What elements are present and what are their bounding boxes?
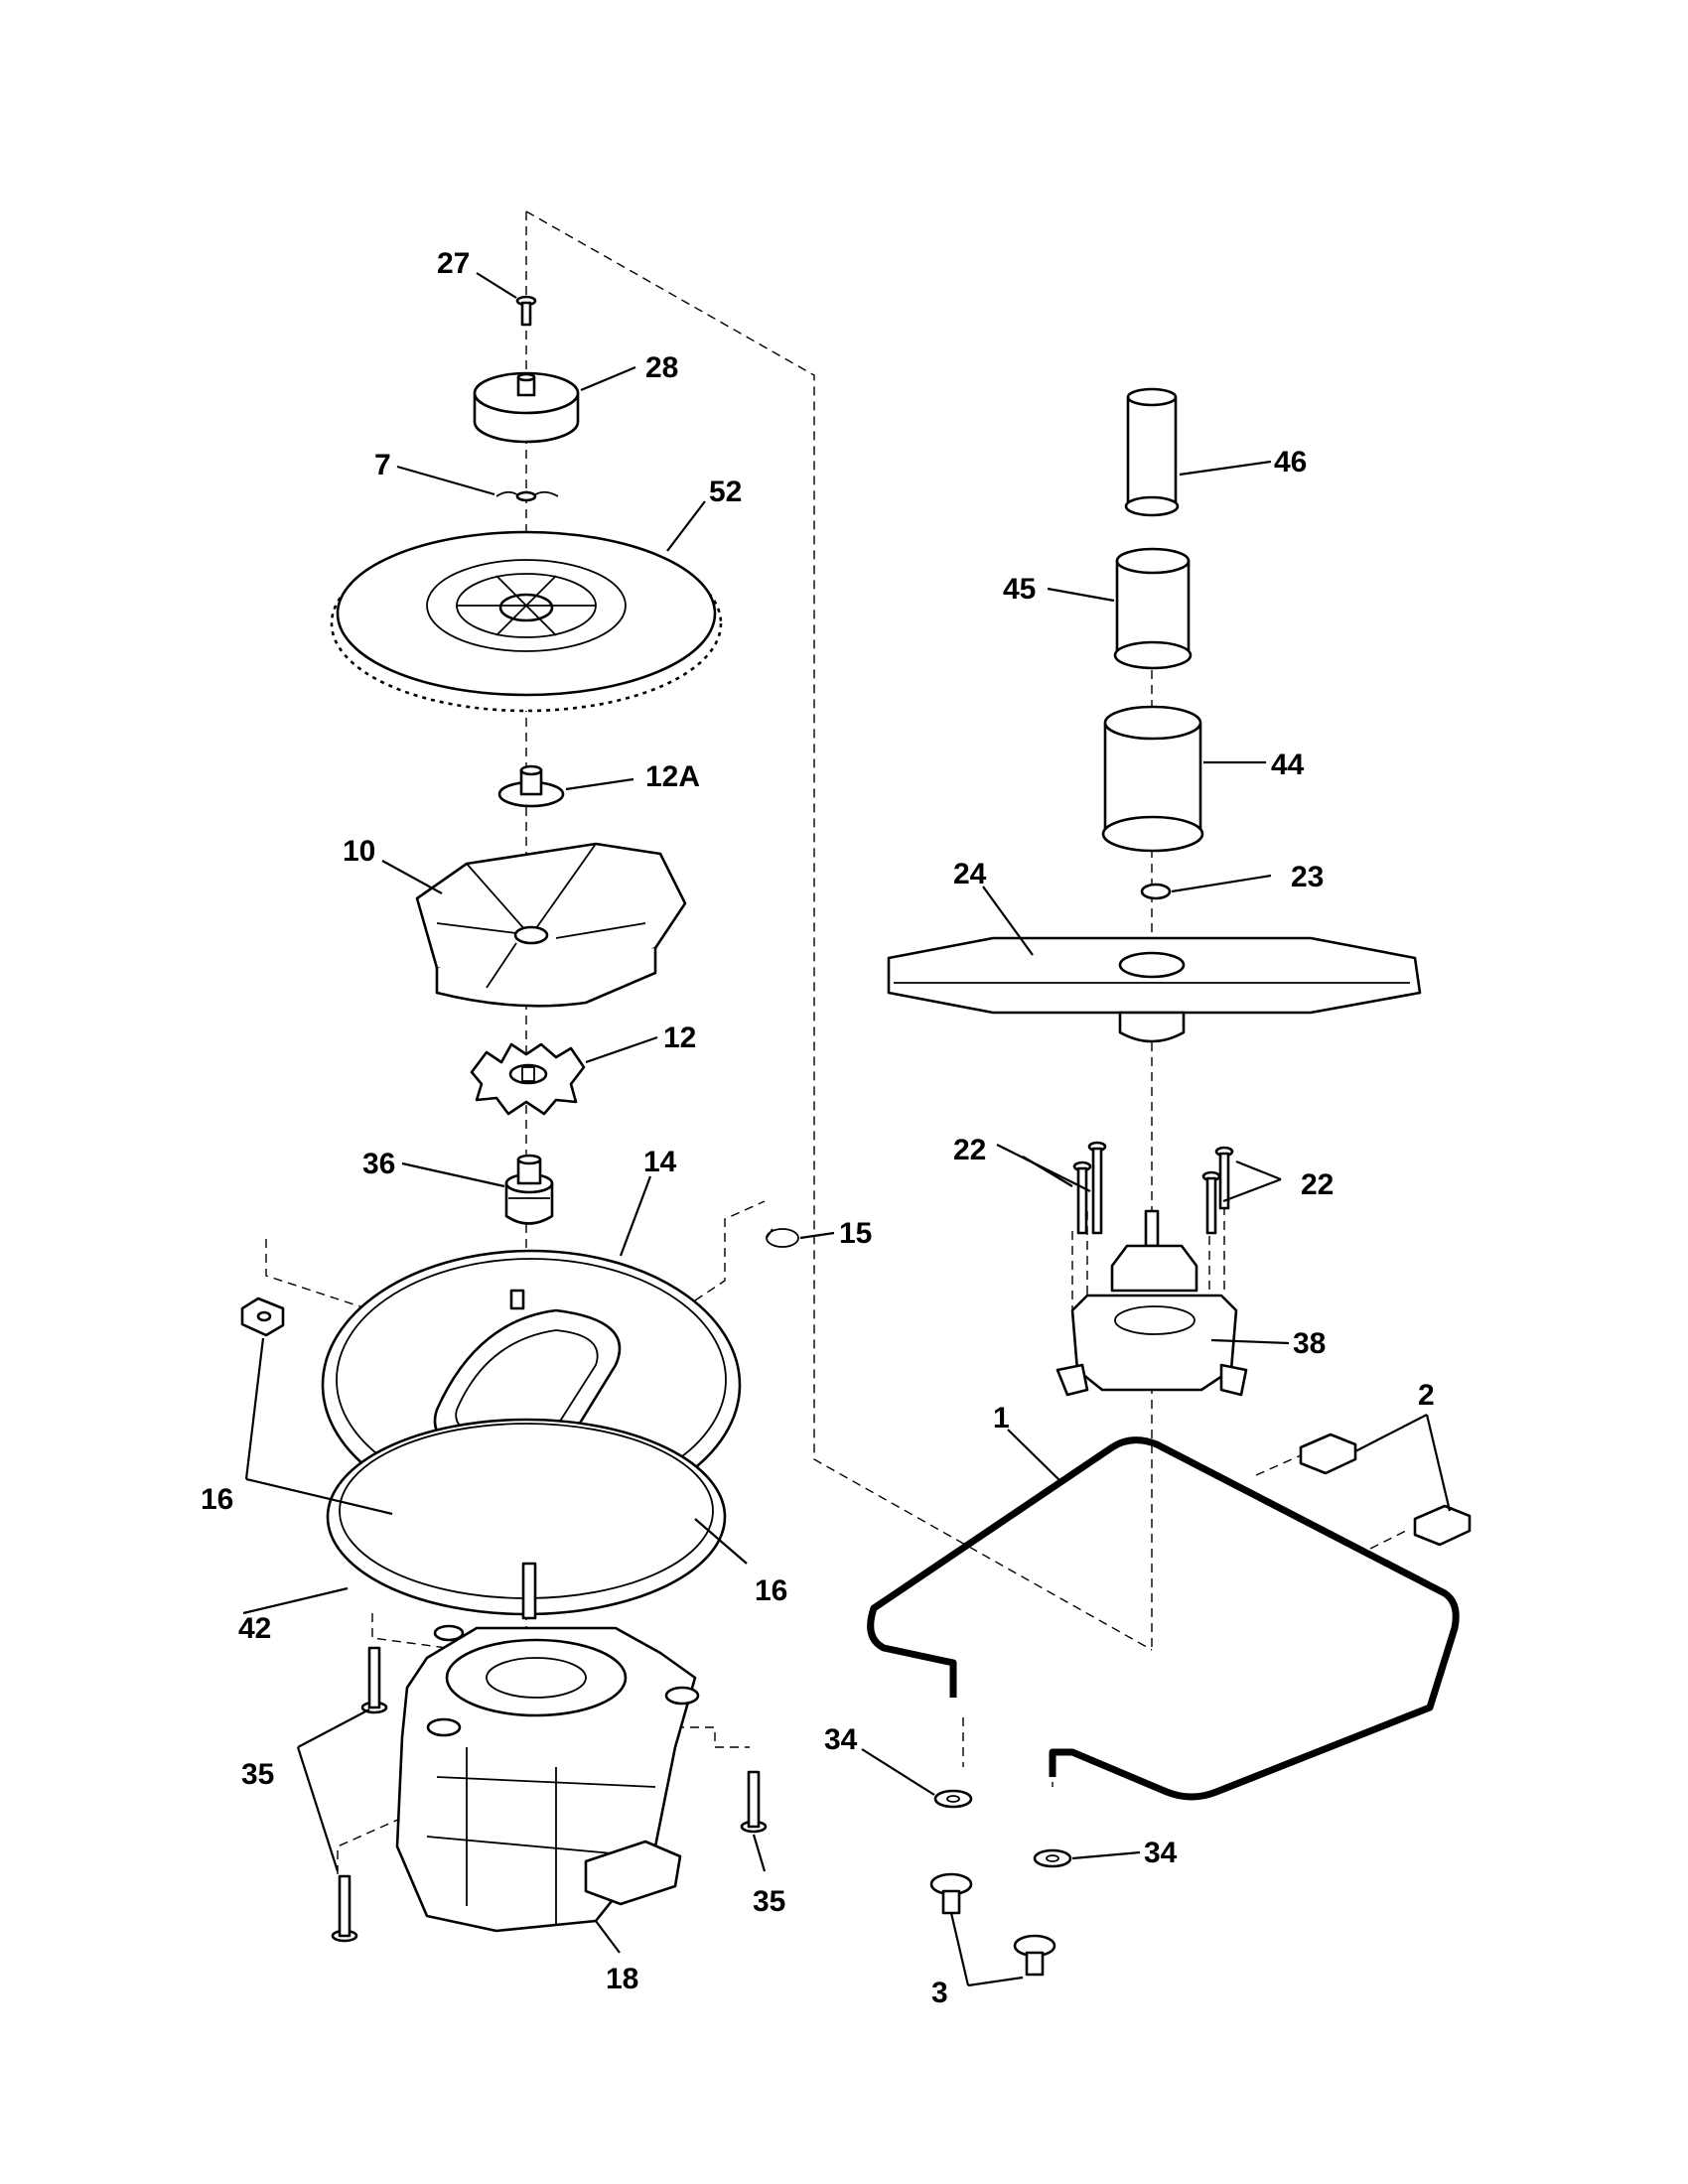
part-2-clips bbox=[1299, 1433, 1472, 1547]
callout-labels: 27 28 7 52 12A 10 12 36 14 15 16 16 42 3… bbox=[201, 247, 1435, 2009]
callout-7: 7 bbox=[374, 449, 391, 481]
callout-18: 18 bbox=[606, 1963, 638, 1995]
callout-16-left: 16 bbox=[201, 1483, 233, 1516]
callout-15: 15 bbox=[839, 1217, 872, 1250]
callout-24: 24 bbox=[953, 858, 987, 890]
callout-34-left: 34 bbox=[824, 1723, 858, 1756]
part-23-nut bbox=[1140, 883, 1172, 900]
callout-45: 45 bbox=[1003, 573, 1036, 606]
callout-2: 2 bbox=[1418, 1379, 1435, 1412]
part-28-hub bbox=[473, 371, 580, 444]
callout-16-right: 16 bbox=[755, 1574, 787, 1607]
callout-12: 12 bbox=[663, 1022, 696, 1054]
callout-3: 3 bbox=[931, 1977, 948, 2009]
part-27-screw bbox=[515, 295, 537, 327]
callout-42: 42 bbox=[238, 1612, 271, 1645]
callout-35-left: 35 bbox=[241, 1758, 274, 1791]
part-22-screws bbox=[1072, 1141, 1234, 1235]
part-7-clip bbox=[495, 490, 559, 502]
leader-lines bbox=[242, 272, 1452, 1987]
part-52-gear bbox=[330, 530, 723, 713]
part-24-spray-arm bbox=[887, 936, 1422, 1043]
callout-35-right: 35 bbox=[753, 1885, 785, 1918]
callout-34-right: 34 bbox=[1144, 1837, 1178, 1869]
part-3-nuts bbox=[929, 1872, 1056, 1977]
callout-22-right: 22 bbox=[1301, 1168, 1334, 1201]
callout-52: 52 bbox=[709, 476, 742, 508]
part-38-mount bbox=[1055, 1209, 1248, 1397]
callout-46: 46 bbox=[1274, 446, 1307, 478]
part-46-tube bbox=[1124, 387, 1180, 517]
callout-38: 38 bbox=[1293, 1327, 1326, 1360]
part-34-washers bbox=[933, 1789, 1072, 1868]
part-36-seal bbox=[504, 1154, 554, 1225]
callout-36: 36 bbox=[362, 1148, 395, 1180]
part-45-tube bbox=[1113, 547, 1193, 670]
part-44-tube bbox=[1101, 705, 1204, 853]
part-35-screws bbox=[331, 1646, 768, 1943]
callout-1: 1 bbox=[993, 1402, 1010, 1434]
callout-22-left: 22 bbox=[953, 1134, 986, 1166]
callout-23: 23 bbox=[1291, 861, 1324, 893]
part-10-pump-housing bbox=[415, 842, 687, 1008]
callout-10: 10 bbox=[343, 835, 375, 868]
callout-44: 44 bbox=[1271, 749, 1305, 781]
part-15-clamp bbox=[766, 1228, 799, 1248]
part-12-impeller bbox=[470, 1042, 586, 1116]
part-42-gasket bbox=[326, 1418, 727, 1616]
callout-28: 28 bbox=[645, 351, 678, 384]
callout-14: 14 bbox=[643, 1146, 677, 1178]
assembly-centerlines bbox=[265, 210, 1411, 1874]
callout-27: 27 bbox=[437, 247, 470, 280]
part-12a-seal bbox=[497, 764, 565, 808]
callout-12a: 12A bbox=[645, 760, 700, 793]
part-18-motor bbox=[395, 1562, 700, 1933]
part-1-heating-element bbox=[867, 1436, 1460, 1801]
